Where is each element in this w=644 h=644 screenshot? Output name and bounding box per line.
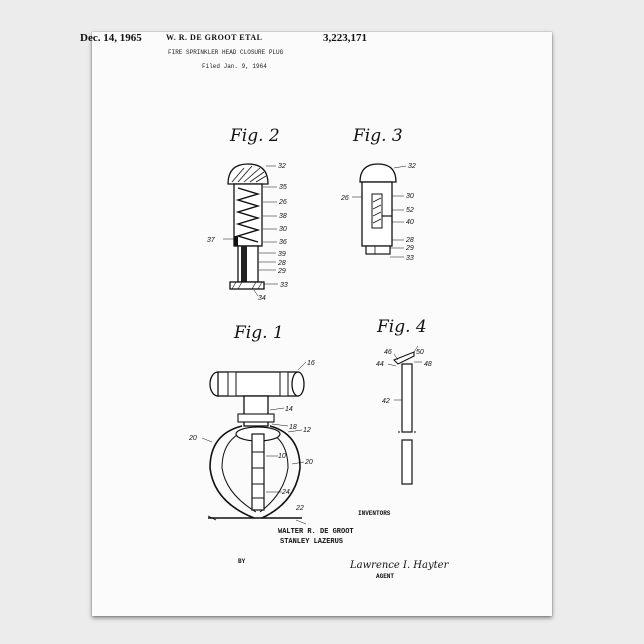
fig1-label: 14 — [285, 406, 293, 413]
inventor-name-1: WALTER R. DE GROOT — [278, 528, 354, 536]
fig3-label: 26 — [340, 195, 349, 202]
figure-3-title: Fig. 3 — [352, 126, 403, 146]
fig3-label: 28 — [405, 237, 414, 244]
fig1-label: 12 — [303, 427, 311, 434]
fig4-label: 42 — [382, 398, 390, 405]
fig2-label: 29 — [277, 268, 286, 275]
fig2-label: 36 — [279, 239, 287, 246]
fig3-base — [366, 246, 390, 254]
fig2-label: 32 — [278, 163, 286, 170]
fig1-label: 20 — [304, 459, 313, 466]
fig3-label: 40 — [406, 219, 414, 226]
fig3-label: 29 — [405, 245, 414, 252]
fig4-label: 48 — [424, 361, 432, 368]
fig3-label: 32 — [408, 163, 416, 170]
fig3-label: 33 — [406, 255, 414, 262]
fig1-label: 20 — [188, 435, 197, 442]
fig4-label: 44 — [376, 361, 384, 368]
agent-signature: Lawrence I. Hayter — [349, 560, 450, 571]
fig2-label: 26 — [278, 199, 287, 206]
figure-4: Fig. 4 46 50 44 48 42 — [376, 317, 432, 484]
by-label: BY — [238, 558, 245, 565]
fig3-label: 52 — [406, 207, 414, 214]
fig4-rod-lower — [402, 440, 412, 484]
fig2-label: 35 — [279, 184, 287, 191]
fig3-cap — [360, 164, 396, 182]
fig4-label: 46 — [384, 349, 392, 356]
fig2-label: 37 — [207, 237, 216, 244]
figure-2: Fig. 2 — [207, 126, 288, 302]
fig1-stem — [252, 434, 264, 510]
fig4-rod-upper — [402, 364, 412, 432]
figure-3: Fig. 3 32 26 30 52 40 28 29 33 — [340, 126, 416, 262]
fig2-label: 34 — [258, 295, 266, 302]
fig2-label: 28 — [277, 260, 286, 267]
figure-2-title: Fig. 2 — [229, 126, 280, 146]
agent-label: AGENT — [376, 573, 394, 580]
figure-1: Fig. 1 — [188, 323, 315, 524]
fig1-label: 16 — [307, 360, 315, 367]
fig2-label: 30 — [279, 226, 287, 233]
fig2-label: 38 — [279, 213, 287, 220]
figure-1-title: Fig. 1 — [233, 323, 284, 343]
fig1-label: 10 — [278, 453, 286, 460]
fig4-label: 50 — [416, 349, 424, 356]
inventors-label: INVENTORS — [358, 510, 390, 517]
fig1-label: 18 — [289, 424, 297, 431]
fig2-label: 33 — [280, 282, 288, 289]
fig1-label: 24 — [281, 489, 290, 496]
fig2-cap — [228, 164, 268, 184]
fig2-label: 39 — [278, 251, 286, 258]
fig3-label: 30 — [406, 193, 414, 200]
inventor-name-2: STANLEY LAZERUS — [280, 538, 343, 546]
figure-4-title: Fig. 4 — [376, 317, 427, 337]
fig1-label: 22 — [295, 505, 304, 512]
